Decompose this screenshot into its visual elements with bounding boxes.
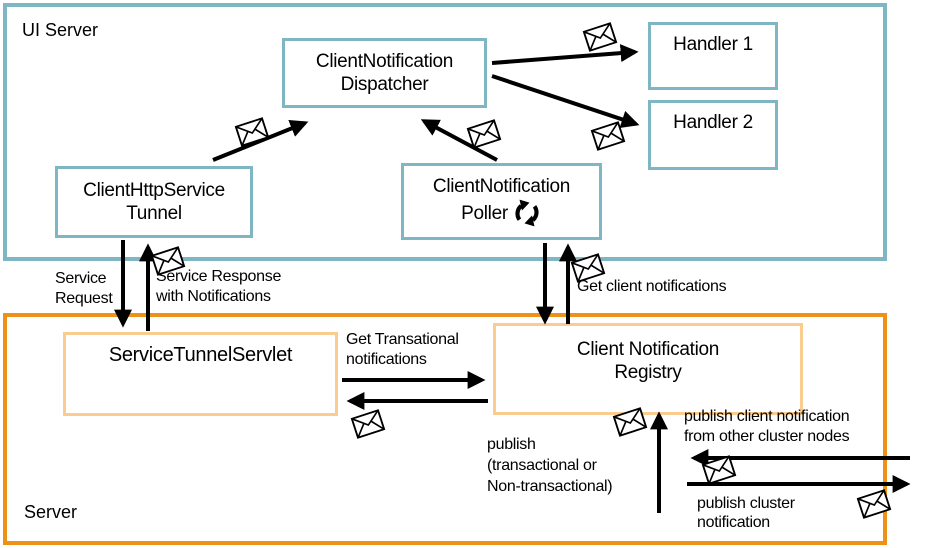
registry-label-line1: Client Notification [576, 339, 720, 360]
server-label: Server [24, 502, 78, 522]
node-handler-2: Handler 2 [648, 100, 778, 170]
label-publish-transactional: publish (transactional or Non-transactio… [487, 436, 613, 495]
label-publish-cluster-notification: publish cluster notification [697, 495, 795, 531]
ui-server-container [3, 3, 887, 261]
label-get-client-notifications: Get client notifications [577, 278, 727, 295]
tunnel-label-line1: ClientHttpService [83, 180, 225, 201]
node-handler-1: Handler 1 [648, 22, 778, 90]
dispatcher-label-line2: Dispatcher [340, 74, 429, 95]
poller-label-line2: Poller [461, 202, 508, 224]
registry-label-line2: Registry [614, 362, 682, 383]
label-service-response: Service Response with Notifications [156, 268, 282, 305]
node-client-notification-poller: ClientNotification Poller [401, 163, 602, 240]
label-publish-client-notification: publish client notification from other c… [684, 408, 850, 445]
ui-server-label: UI Server [22, 20, 99, 40]
handler1-label: Handler 1 [673, 34, 753, 55]
tunnel-label-line2: Tunnel [126, 203, 182, 224]
server-container [3, 313, 887, 545]
poller-label-line1: ClientNotification [432, 176, 571, 197]
servlet-label: ServiceTunnelServlet [108, 344, 293, 366]
node-client-notification-registry: Client Notification Registry [493, 323, 803, 415]
label-service-request: Service Request [55, 270, 113, 307]
label-get-transational-notifications: Get Transational notifications [346, 331, 459, 368]
refresh-icon [515, 199, 539, 227]
node-service-tunnel-servlet: ServiceTunnelServlet [63, 332, 338, 416]
node-client-http-service-tunnel: ClientHttpService Tunnel [55, 166, 253, 238]
node-client-notification-dispatcher: ClientNotification Dispatcher [282, 38, 487, 108]
dispatcher-label-line1: ClientNotification [315, 51, 454, 72]
handler2-label: Handler 2 [673, 112, 753, 133]
